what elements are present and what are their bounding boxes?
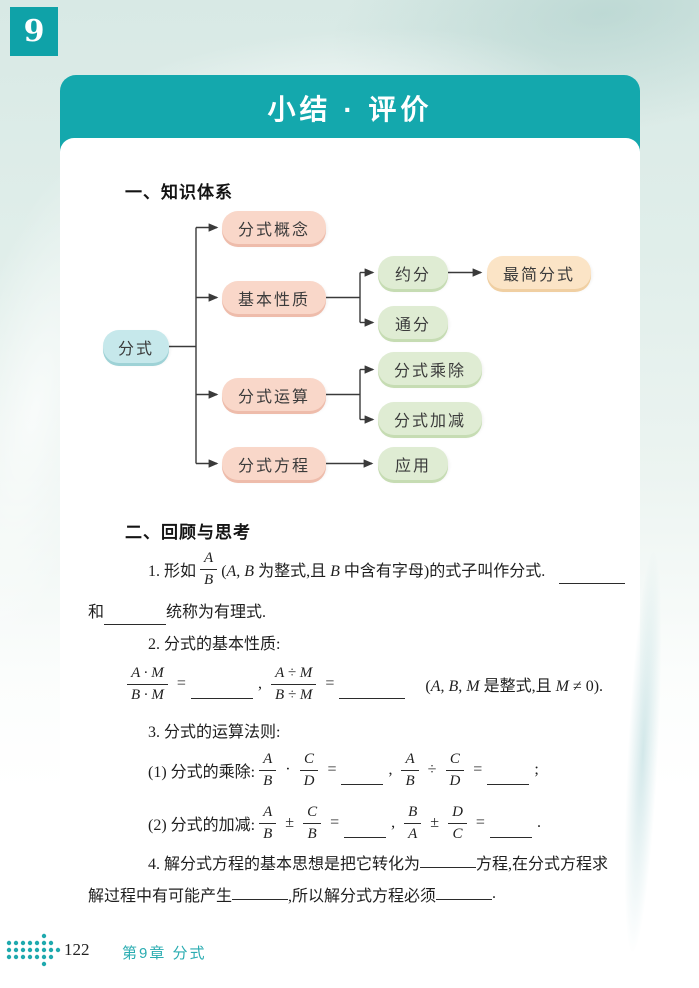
node-common: 通分 — [378, 306, 448, 339]
answer-blank — [232, 888, 289, 900]
fraction-A-over-B: A B — [401, 750, 419, 791]
node-reduce: 约分 — [378, 256, 448, 289]
answer-blank — [190, 683, 253, 699]
answer-blank — [341, 769, 384, 785]
chapter-number: 9 — [23, 14, 45, 49]
node-apply: 应用 — [378, 447, 448, 480]
node-root: 分式 — [103, 330, 169, 363]
flowchart-connectors — [169, 223, 483, 468]
footer-page-number: 122 — [64, 940, 90, 959]
node-addsub: 分式加减 — [378, 402, 482, 435]
answer-blank — [436, 888, 493, 900]
fraction-C-over-D: C D — [445, 750, 464, 791]
item4-line2: 解过程中有可能产生 ,所以解分式方程必须 . — [88, 885, 497, 905]
section2-heading: 二、回顾与思考 — [125, 523, 251, 542]
node-muldiv: 分式乘除 — [378, 352, 482, 385]
page-title: 小结 · 评价 — [267, 94, 433, 125]
item1-line2: 和 统称为有理式. — [88, 598, 266, 625]
answer-blank — [487, 769, 530, 785]
node-equation: 分式方程 — [222, 447, 326, 480]
item3-line2: (2) 分式的加减: A B ± C B = , B A ± D C = — [148, 803, 541, 844]
answer-blank — [559, 568, 626, 584]
fraction-AdivM-over-BdivM: A ÷ M B ÷ M — [271, 664, 317, 705]
item1-line1: 1. 形如 A B (A, B 为整式,且 B 中含有字母)的式子叫作分式. — [148, 546, 626, 592]
footer-chapter-label: 第9章 分式 — [122, 945, 207, 962]
section1-heading: 一、知识体系 — [125, 183, 233, 202]
item3-heading: 3. 分式的运算法则: — [148, 724, 281, 741]
content-card: 一、知识体系 — [60, 138, 640, 910]
answer-blank — [420, 856, 477, 868]
answer-blank — [489, 822, 532, 838]
fraction-B-over-A: B A — [404, 803, 422, 844]
fraction-D-over-C: D C — [448, 803, 467, 844]
node-simplest: 最简分式 — [487, 256, 591, 289]
node-property: 基本性质 — [222, 281, 326, 314]
answer-blank — [339, 683, 406, 699]
answer-blank — [344, 822, 387, 838]
footer-dots-icon — [6, 933, 61, 967]
fraction-A-over-B: A B — [259, 803, 277, 844]
item2-heading: 2. 分式的基本性质: — [148, 636, 281, 653]
item4-line1: 4. 解分式方程的基本思想是把它转化为 方程,在分式方程求 — [148, 856, 609, 873]
fraction-AM-over-BM: A · M B · M — [127, 664, 168, 705]
item2-formula: A · M B · M = , A ÷ M B ÷ M = (A, B, M 是… — [123, 660, 603, 708]
chapter-number-badge: 9 — [10, 7, 58, 56]
node-concept: 分式概念 — [222, 211, 326, 244]
fraction-C-over-B: C B — [303, 803, 322, 844]
fraction-A-over-B: A B — [259, 750, 277, 791]
fraction-A-over-B: A B — [200, 549, 218, 590]
answer-blank — [104, 609, 167, 625]
fraction-C-over-D: C D — [300, 750, 319, 791]
item3-line1: (1) 分式的乘除: A B · C D = , A B ÷ C D = — [148, 750, 539, 791]
node-operation: 分式运算 — [222, 378, 326, 411]
